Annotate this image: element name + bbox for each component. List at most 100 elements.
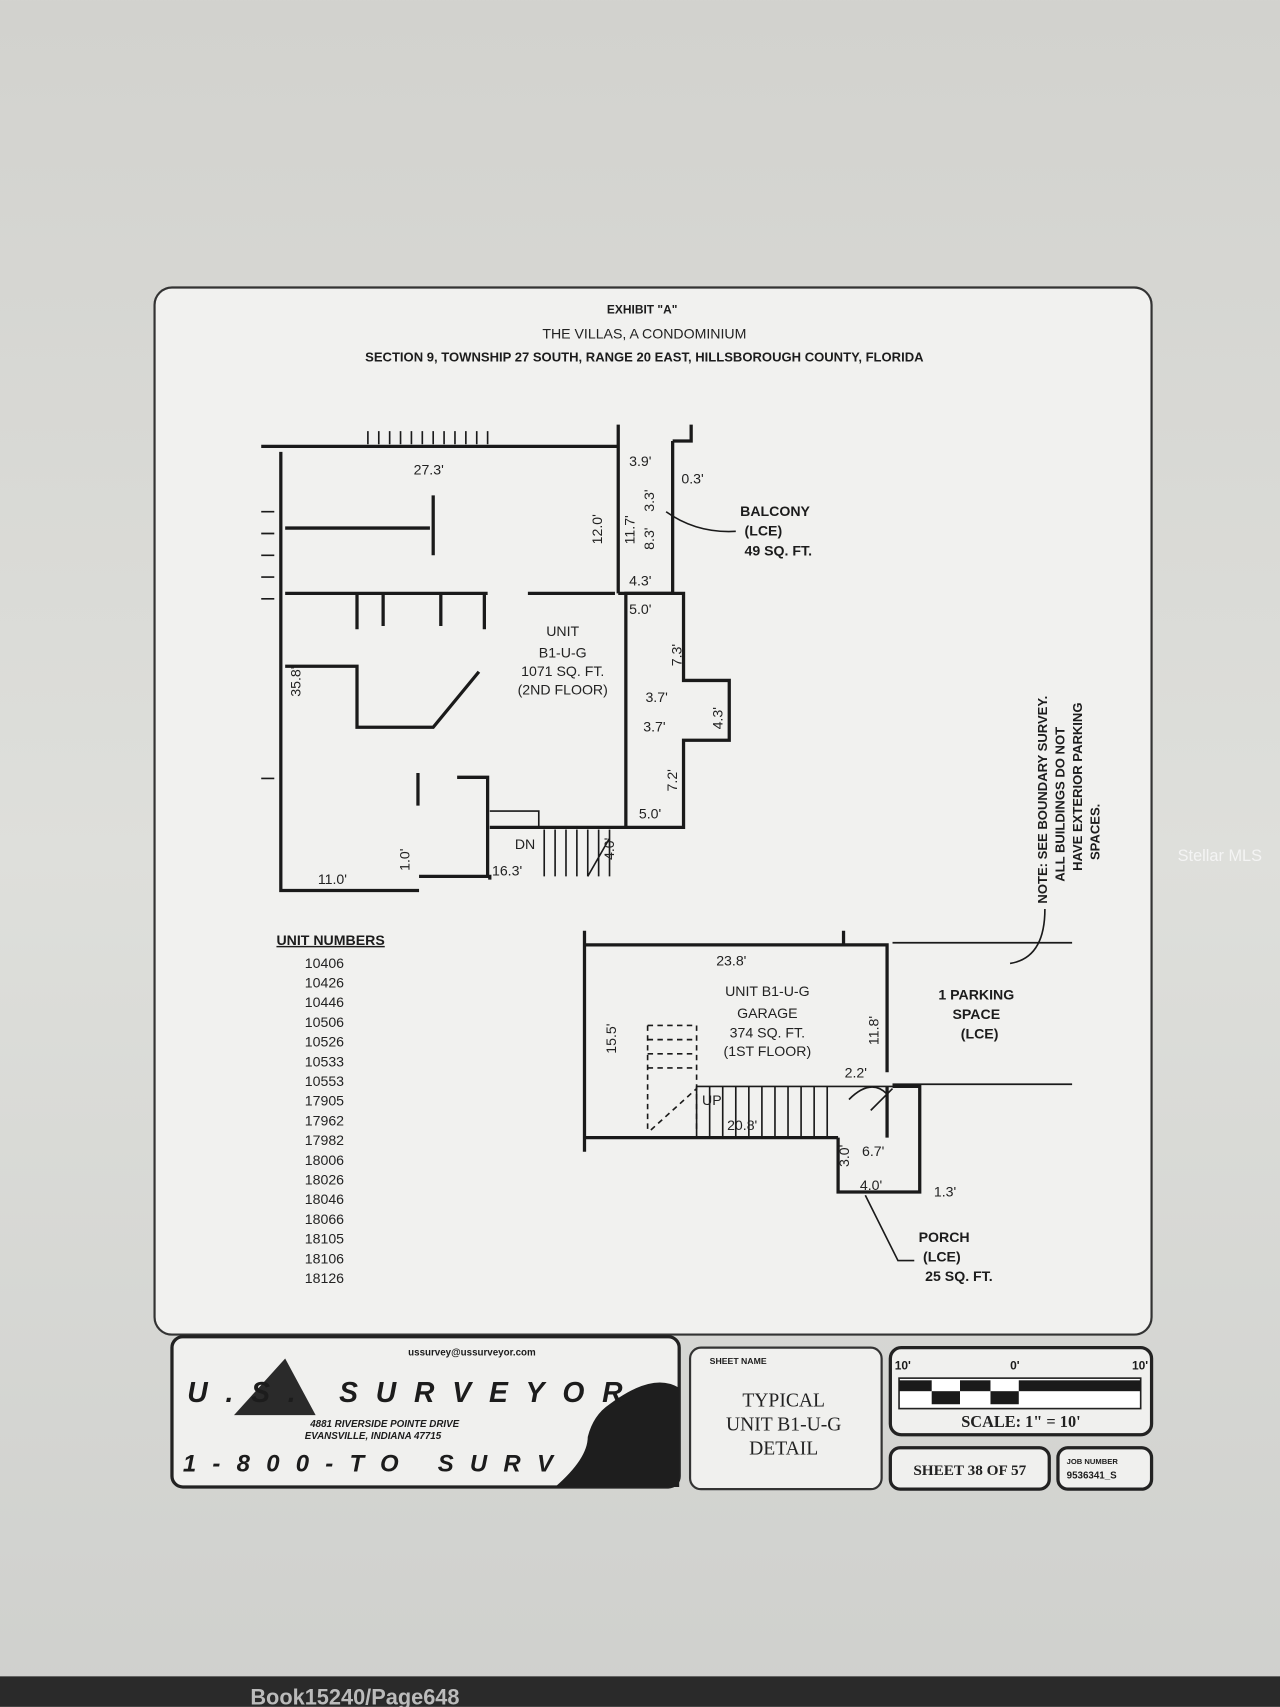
dimension-label: 20.8'	[727, 1117, 757, 1133]
balcony-area: 49 SQ. FT.	[744, 542, 812, 558]
unit-numbers-list: UNIT NUMBERS 104061042610446105061052610…	[276, 932, 384, 1286]
porch-area: 25 SQ. FT.	[925, 1268, 993, 1284]
garage-walls	[582, 930, 1073, 1194]
dimension-label: 2.2'	[845, 1065, 867, 1081]
dimension-label: 5.0'	[629, 601, 651, 617]
dimension-label: 7.2'	[664, 769, 680, 791]
dimension-label: 23.8'	[716, 953, 746, 969]
job-number: 9536341_S	[1067, 1470, 1118, 1481]
job-number-box	[1056, 1446, 1154, 1491]
surveyor-logo-graphic	[555, 1382, 680, 1487]
unit-area: 1071 SQ. FT.	[521, 663, 604, 679]
unit-number: 18026	[305, 1171, 344, 1187]
unit-label-line2: B1-U-G	[539, 645, 587, 661]
job-number-label: JOB NUMBER	[1067, 1457, 1119, 1466]
note-line: NOTE: SEE BOUNDARY SURVEY.	[1035, 696, 1050, 904]
title-block: ussurvey@ussurveyor.com U.S. SURVEYOR 48…	[170, 1335, 1154, 1491]
balcony-leader-line	[665, 511, 736, 533]
dimension-label: 8.3'	[641, 527, 657, 549]
sheet-name-line3: DETAIL	[749, 1438, 818, 1459]
sheet-number-box	[888, 1446, 1051, 1491]
dimension-label: 6.7'	[862, 1143, 884, 1159]
unit-number: 18106	[305, 1250, 344, 1266]
dimension-label: 4.3'	[629, 573, 651, 589]
sheet-name-box	[688, 1346, 883, 1491]
dimension-label: 3.0'	[836, 1145, 852, 1167]
dimension-label: 4.0'	[860, 1177, 882, 1193]
dimension-label: 15.5'	[603, 1024, 619, 1054]
stair-up-label: UP	[702, 1092, 722, 1108]
unit-number: 18126	[305, 1270, 344, 1286]
surveyor-email: ussurvey@ussurveyor.com	[408, 1347, 536, 1358]
balcony-type: (LCE)	[744, 523, 782, 539]
dimension-label: 4.0'	[601, 838, 617, 860]
location-line: SECTION 9, TOWNSHIP 27 SOUTH, RANGE 20 E…	[365, 350, 924, 365]
note-line: HAVE EXTERIOR PARKING	[1070, 702, 1085, 870]
dimension-label: 27.3'	[414, 462, 444, 478]
balcony-name: BALCONY	[740, 503, 810, 519]
dimension-label: 4.3'	[710, 707, 726, 729]
porch-leader-line	[864, 1194, 915, 1262]
dimension-label: 7.3'	[668, 644, 684, 666]
porch-type: (LCE)	[923, 1249, 961, 1265]
sheet-name-line1: TYPICAL	[742, 1390, 825, 1411]
unit-floor: (2ND FLOOR)	[518, 682, 608, 698]
unit-number: 10553	[305, 1073, 344, 1089]
surveyor-address2: EVANSVILLE, INDIANA 47715	[305, 1431, 442, 1442]
dimension-label: 16.3'	[492, 862, 522, 878]
note-line: SPACES.	[1087, 804, 1102, 860]
unit-number: 10533	[305, 1053, 344, 1069]
dimension-label: 5.0'	[639, 806, 661, 822]
footer-text: Book15240/Page648	[250, 1685, 459, 1707]
unit-number: 10526	[305, 1034, 344, 1050]
upper-unit-dimensions: 27.3' 3.9' 0.3' 12.0' 11.7' 3.3' 8.3' 4.…	[287, 453, 725, 887]
dimension-label: 1.0'	[396, 849, 412, 871]
unit-number: 18105	[305, 1231, 344, 1247]
upper-unit-walls	[261, 424, 731, 893]
note-leader-line	[1009, 909, 1046, 965]
unit-label-line1: UNIT	[546, 623, 579, 639]
dimension-label: 11.8'	[865, 1016, 881, 1045]
unit-number: 18046	[305, 1191, 344, 1207]
scale-mid: 0'	[1010, 1358, 1020, 1372]
garage-floor: (1ST FLOOR)	[724, 1043, 812, 1059]
dimension-label: 1.3'	[934, 1183, 956, 1199]
exhibit-label: EXHIBIT "A"	[607, 303, 678, 317]
unit-number: 10426	[305, 974, 344, 990]
document-title: THE VILLAS, A CONDOMINIUM	[542, 326, 746, 342]
document-sheet	[153, 286, 1153, 1336]
sheet-name-label: SHEET NAME	[710, 1356, 767, 1366]
dimension-label: 11.7'	[622, 515, 638, 544]
porch-name: PORCH	[919, 1229, 970, 1245]
bottom-bezel	[0, 1676, 1280, 1707]
scale-right: 10'	[1132, 1358, 1148, 1372]
dimension-label: 12.0'	[589, 514, 605, 544]
dimension-label: 3.7'	[645, 689, 667, 705]
surveyor-logo-triangle-icon	[234, 1358, 316, 1416]
parking-note: NOTE: SEE BOUNDARY SURVEY. ALL BUILDINGS…	[1035, 696, 1102, 904]
surveyor-address1: 4881 RIVERSIDE POINTE DRIVE	[309, 1419, 459, 1430]
unit-number: 18066	[305, 1211, 344, 1227]
stair-down-label: DN	[515, 836, 535, 852]
garage-dimensions: 23.8' 15.5' 11.8' 2.2' 20.8' 6.7' 3.0' 4…	[603, 953, 956, 1200]
scale-bar	[898, 1377, 1142, 1410]
unit-number: 10406	[305, 955, 344, 971]
watermark: Stellar MLS	[1178, 847, 1262, 865]
unit-number: 17982	[305, 1132, 344, 1148]
unit-number: 17962	[305, 1112, 344, 1128]
sheet-name-line2: UNIT B1-U-G	[726, 1414, 841, 1435]
parking-line2: SPACE	[953, 1006, 1001, 1022]
unit-number: 10446	[305, 994, 344, 1010]
unit-numbers-heading: UNIT NUMBERS	[276, 932, 384, 948]
dimension-label: 3.9'	[629, 453, 651, 469]
parking-line1: 1 PARKING	[938, 986, 1014, 1002]
unit-number: 18006	[305, 1152, 344, 1168]
dimension-label: 3.7'	[643, 719, 665, 735]
dimension-label: 35.8'	[287, 667, 303, 697]
dimension-label: 0.3'	[681, 470, 703, 486]
parking-line3: (LCE)	[961, 1026, 999, 1042]
dimension-label: 11.0'	[318, 871, 347, 887]
note-line: ALL BUILDINGS DO NOT	[1052, 727, 1067, 882]
garage-area: 374 SQ. FT.	[730, 1024, 805, 1040]
